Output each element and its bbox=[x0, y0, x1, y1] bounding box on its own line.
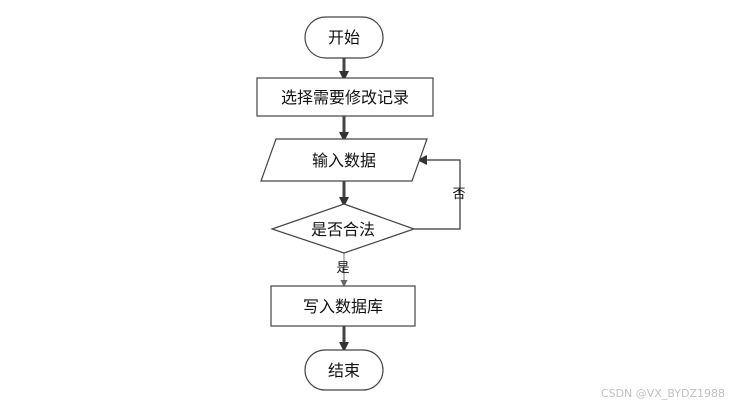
yes-edge-label: 是 bbox=[336, 261, 349, 276]
arrow-no-loop bbox=[414, 155, 461, 230]
select-record-label: 选择需要修改记录 bbox=[281, 88, 409, 107]
end-label: 结束 bbox=[328, 361, 360, 380]
write-db-label: 写入数据库 bbox=[303, 297, 383, 316]
input-data-label: 输入数据 bbox=[312, 151, 376, 170]
end-node bbox=[304, 349, 384, 391]
start-label: 开始 bbox=[328, 28, 360, 47]
is-valid-label: 是否合法 bbox=[311, 220, 375, 239]
write-db-node bbox=[270, 285, 416, 327]
select-record-node bbox=[256, 77, 434, 117]
no-edge-label: 否 bbox=[452, 187, 465, 202]
input-data-node bbox=[260, 138, 428, 182]
is-valid-node bbox=[270, 203, 416, 254]
watermark-text: CSDN @VX_BYDZ1988 bbox=[600, 387, 725, 400]
start-node bbox=[304, 16, 384, 59]
